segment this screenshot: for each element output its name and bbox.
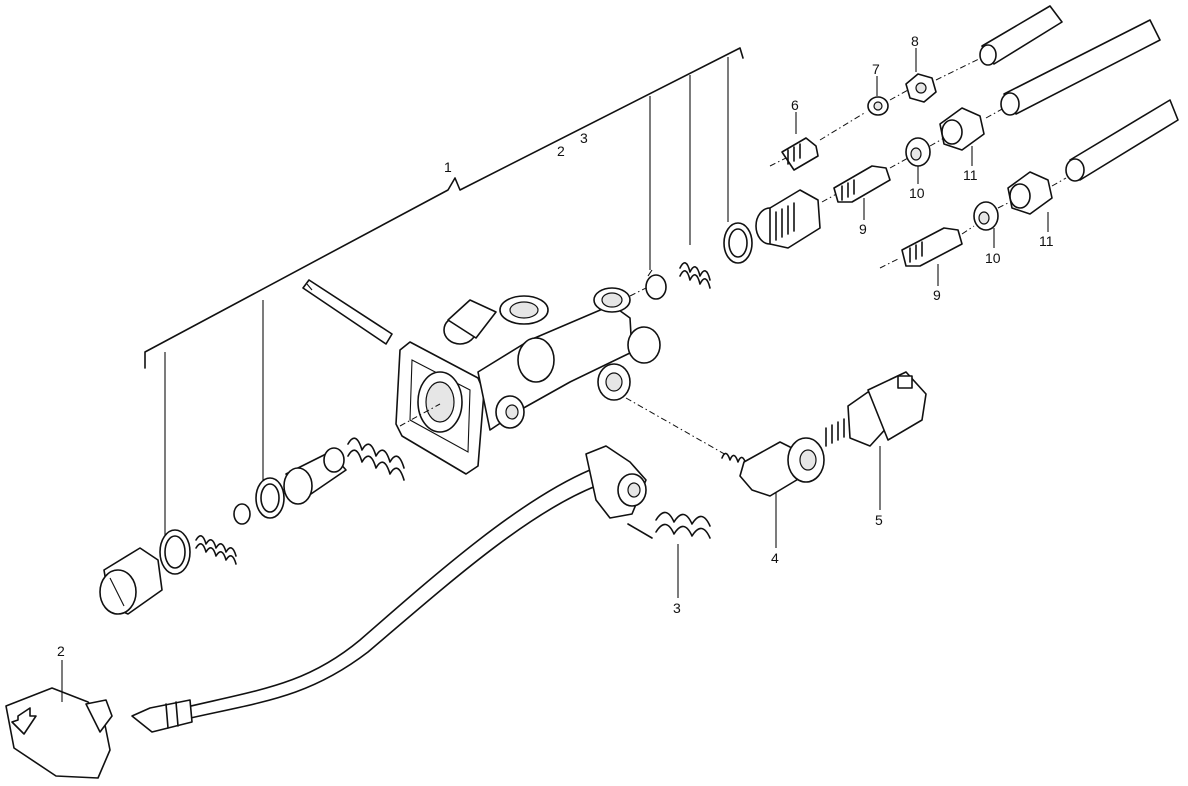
label-2-top: 2 xyxy=(557,143,565,159)
label-8: 8 xyxy=(911,33,919,49)
label-11-a: 11 xyxy=(963,167,978,183)
hoses xyxy=(979,5,1179,182)
label-3: 3 xyxy=(673,600,681,616)
label-11-b: 11 xyxy=(1039,233,1054,249)
label-9-b: 9 xyxy=(933,287,941,303)
valve-body xyxy=(395,287,661,475)
label-10-b: 10 xyxy=(985,250,1001,266)
part-labels: 1 2 3 2 3 4 5 6 7 8 9 9 10 10 11 11 xyxy=(57,33,1054,659)
left-valve-stack xyxy=(99,403,441,615)
fittings-row-2 xyxy=(833,107,1005,203)
label-10-a: 10 xyxy=(909,185,925,201)
label-9-a: 9 xyxy=(859,221,867,237)
pin xyxy=(302,279,393,345)
fittings-row-3 xyxy=(879,171,1067,269)
label-6: 6 xyxy=(791,97,799,113)
label-3-top: 3 xyxy=(580,130,588,146)
arrow-down-icon xyxy=(11,707,37,735)
label-2: 2 xyxy=(57,643,65,659)
fittings-top xyxy=(769,55,986,171)
label-7: 7 xyxy=(872,61,880,77)
return-spring xyxy=(627,511,711,539)
knob xyxy=(5,687,113,779)
label-5: 5 xyxy=(875,512,883,528)
label-1: 1 xyxy=(444,159,452,175)
cable-assembly xyxy=(131,445,647,733)
right-valve-stack xyxy=(629,189,841,300)
label-4: 4 xyxy=(771,550,779,566)
assembly-1-bracket xyxy=(144,47,744,538)
elbow-and-sensor xyxy=(625,371,927,497)
leader-lines xyxy=(61,48,1049,702)
